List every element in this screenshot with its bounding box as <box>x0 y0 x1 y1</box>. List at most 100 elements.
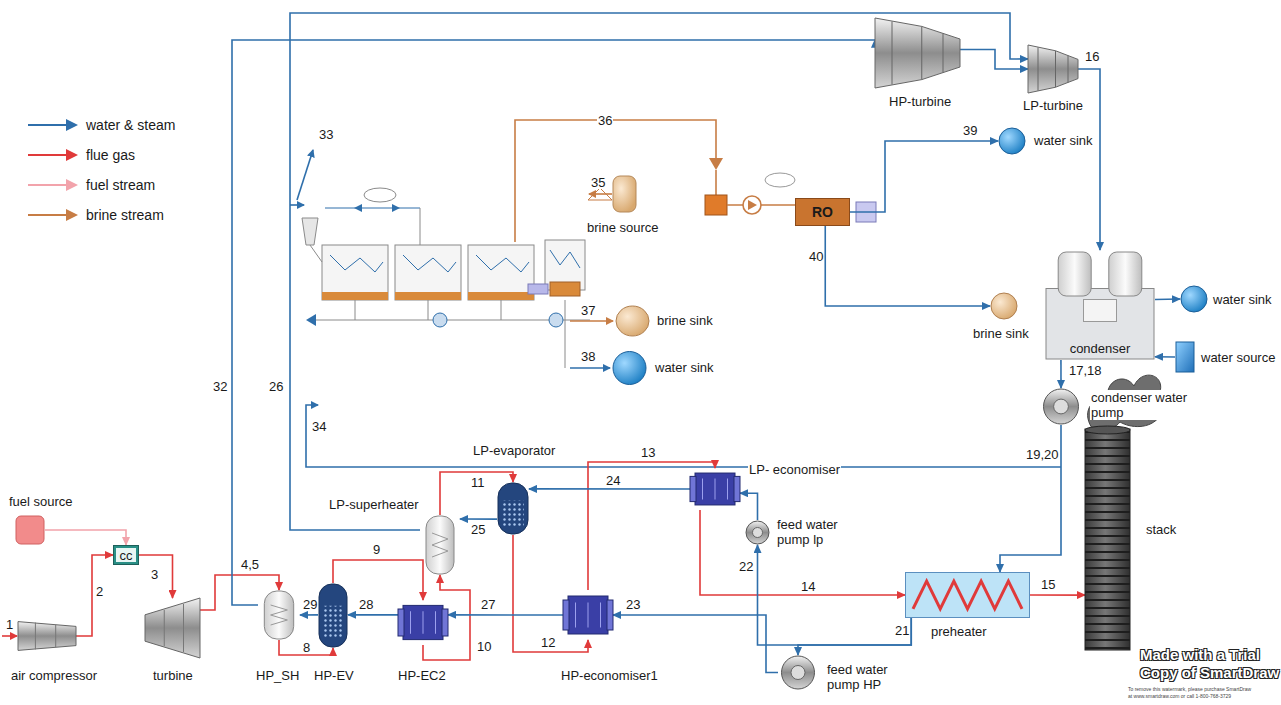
drawing-part <box>145 598 200 658</box>
component-icon <box>258 590 300 640</box>
callout-number: 36 <box>597 114 613 127</box>
drawing-part <box>1068 56 1069 83</box>
stream-line <box>460 518 497 520</box>
stream-line <box>139 555 173 598</box>
component-pump: condenser water pump <box>1040 388 1082 425</box>
drawing-part <box>734 476 740 501</box>
drawing-part <box>18 622 76 651</box>
drawing-part <box>613 176 636 212</box>
stream-line <box>76 555 113 636</box>
watermark: To remove this watermark, please purchas… <box>1128 686 1251 692</box>
drawing-part <box>114 546 139 565</box>
stream-number: 15 <box>1040 578 1056 591</box>
drawing-part <box>1028 45 1078 93</box>
component-label: LP-evaporator <box>472 443 556 458</box>
stream-number: 21 <box>894 624 910 637</box>
stream-number: 2 <box>95 585 104 598</box>
drawing-part <box>695 473 735 505</box>
stream-number: 12 <box>540 636 556 649</box>
drawing-part <box>403 605 443 639</box>
callout-number: 33 <box>318 128 334 141</box>
drawing-part <box>796 199 850 226</box>
stream-line <box>740 493 758 520</box>
stream-line <box>825 226 990 306</box>
drawing-part <box>1085 426 1130 434</box>
component-icon <box>18 612 76 660</box>
component-icon <box>398 600 448 645</box>
stream-line <box>613 615 778 673</box>
component-icon <box>318 583 348 648</box>
component-label: LP-superheater <box>328 497 420 512</box>
drawing-part <box>66 179 78 191</box>
component-icon <box>690 468 740 510</box>
drawing-part <box>28 154 68 156</box>
drawing-part <box>709 158 723 170</box>
component-icon <box>778 655 818 690</box>
drawing-part <box>310 245 322 262</box>
drawing-part <box>183 604 184 652</box>
drawing-part <box>1058 252 1091 296</box>
component-pump: feed water pump lp <box>745 520 770 545</box>
med-streams <box>290 120 1061 467</box>
drawing-part <box>515 120 716 242</box>
stream-line <box>448 614 563 616</box>
component-src: fuel source <box>15 515 45 545</box>
component-icon <box>998 127 1026 155</box>
drawing-part <box>1176 342 1194 372</box>
component-icon <box>612 352 647 384</box>
drawing-part <box>395 245 461 300</box>
drawing-part <box>690 476 696 501</box>
drawing-part <box>354 204 362 212</box>
component-ec: LP- economiser <box>690 468 740 510</box>
component-icon <box>1040 388 1082 425</box>
drawing-part <box>66 209 78 221</box>
component-label: HP-economiser1 <box>560 668 659 683</box>
component-icon <box>1028 45 1078 93</box>
component-cc: cc <box>113 545 139 565</box>
stream-number: 17,18 <box>1068 364 1103 377</box>
drawing-part <box>468 292 534 300</box>
drawing-part <box>906 573 1030 618</box>
drawing-part <box>913 581 1022 609</box>
stream-number: 26 <box>268 380 284 393</box>
drawing-part <box>1038 47 1039 90</box>
legend-item: fuel stream <box>26 170 175 200</box>
drawing-part <box>468 245 534 300</box>
stream-line <box>348 614 398 616</box>
component-icon <box>420 515 460 575</box>
drawing-part <box>715 479 716 500</box>
component-ec: HP-EC2 <box>398 600 448 645</box>
drawing-part <box>705 195 727 215</box>
drawing-part <box>568 596 608 634</box>
stream-line <box>850 141 998 212</box>
stream-line <box>1030 594 1085 596</box>
legend-text: brine stream <box>86 207 164 223</box>
drawing-part <box>420 208 421 245</box>
drawing-part <box>563 600 569 630</box>
drawing-part <box>753 528 763 538</box>
component-stack: stack <box>1085 425 1130 650</box>
component-label: turbine <box>152 668 194 683</box>
component-bsink: brine sink <box>990 292 1018 320</box>
drawing-part <box>746 521 769 544</box>
component-label: LP- economiser <box>748 462 841 477</box>
drawing-part <box>588 188 612 200</box>
drawing-part <box>501 300 502 320</box>
component-icon <box>875 18 960 88</box>
drawing-part <box>765 173 795 187</box>
drawing-part <box>2 635 17 637</box>
legend-item: water & steam <box>26 110 175 140</box>
component-label: water sink <box>1033 133 1094 148</box>
component-label: HP_SH <box>255 668 300 683</box>
component-label: stack <box>1145 522 1177 537</box>
drawing-part <box>727 479 728 500</box>
stream-line <box>588 462 715 590</box>
watermark: Copy of SmartDraw <box>1140 664 1279 681</box>
drawing-part <box>702 479 703 500</box>
drawing-part <box>1084 300 1117 322</box>
drawing-part <box>302 218 318 245</box>
stream-line <box>700 510 905 595</box>
component-ev: HP-EV <box>318 583 348 648</box>
stream-number: 3 <box>150 568 159 581</box>
stream-line <box>758 545 912 645</box>
